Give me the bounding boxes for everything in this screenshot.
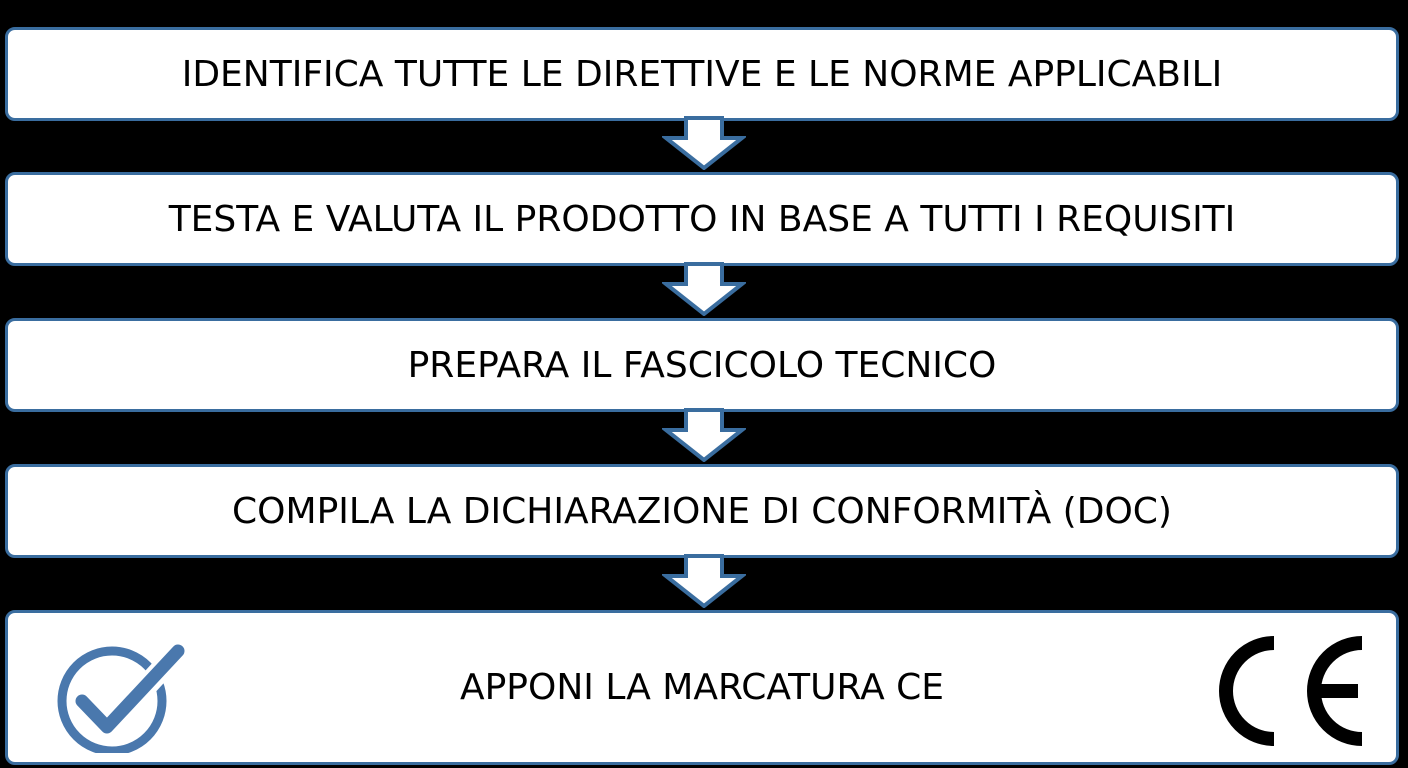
step-box-identify-directives: IDENTIFICA TUTTE LE DIRETTIVE E LE NORME…	[5, 27, 1399, 121]
down-arrow-icon	[662, 554, 746, 608]
checkmark-circle-icon	[57, 643, 191, 753]
step-box-affix-ce-marking: APPONI LA MARCATURA CE	[5, 610, 1399, 765]
step-box-technical-file: PREPARA IL FASCICOLO TECNICO	[5, 318, 1399, 412]
step-label: IDENTIFICA TUTTE LE DIRETTIVE E LE NORME…	[181, 53, 1223, 95]
ce-mark-icon	[1219, 636, 1363, 746]
step-label: APPONI LA MARCATURA CE	[459, 667, 945, 708]
down-arrow-icon	[662, 408, 746, 462]
down-arrow-icon	[662, 262, 746, 316]
step-label: PREPARA IL FASCICOLO TECNICO	[407, 344, 997, 386]
step-box-declaration-of-conformity: COMPILA LA DICHIARAZIONE DI CONFORMITÀ (…	[5, 464, 1399, 558]
step-label: COMPILA LA DICHIARAZIONE DI CONFORMITÀ (…	[232, 490, 1172, 532]
down-arrow-icon	[662, 116, 746, 170]
step-label: TESTA E VALUTA IL PRODOTTO IN BASE A TUT…	[168, 198, 1236, 240]
step-box-test-product: TESTA E VALUTA IL PRODOTTO IN BASE A TUT…	[5, 172, 1399, 266]
